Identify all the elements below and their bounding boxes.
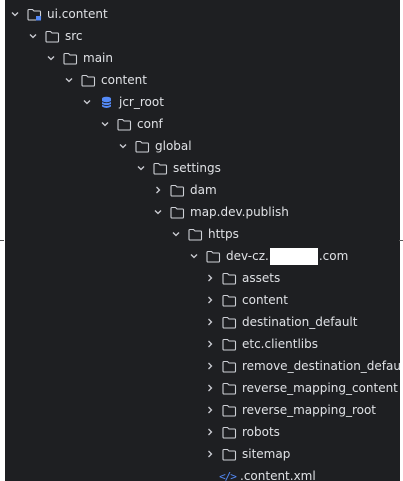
xml-file-icon: </> xyxy=(219,469,237,481)
chevron-right-icon[interactable] xyxy=(205,383,215,393)
chevron-down-icon[interactable] xyxy=(136,163,146,173)
tree-item-dev-domain[interactable]: dev-cz. .com xyxy=(189,245,348,267)
project-tree-panel: ui.content src main xyxy=(5,0,400,481)
tree-item-remove-destination-default[interactable]: remove_destination_default xyxy=(205,355,400,377)
tree-item-label: map.dev.publish xyxy=(190,205,289,219)
tree-item-global[interactable]: global xyxy=(118,135,192,157)
tree-item-label: dam xyxy=(190,183,217,197)
tree-item-label: assets xyxy=(242,271,281,285)
chevron-down-icon[interactable] xyxy=(28,31,38,41)
chevron-down-icon[interactable] xyxy=(82,97,92,107)
folder-icon xyxy=(63,52,78,65)
tree-item-settings[interactable]: settings xyxy=(136,157,221,179)
domain-suffix: .com xyxy=(318,249,349,263)
domain-prefix: dev-cz. xyxy=(226,249,269,263)
tree-item-label: ui.content xyxy=(47,7,108,21)
tree-item-robots[interactable]: robots xyxy=(205,421,280,443)
folder-icon xyxy=(222,316,237,329)
chevron-down-icon[interactable] xyxy=(118,141,128,151)
folder-icon xyxy=(222,360,237,373)
chevron-right-icon[interactable] xyxy=(205,317,215,327)
tree-item-etc-clientlibs[interactable]: etc.clientlibs xyxy=(205,333,318,355)
screenshot-edge-mark xyxy=(0,240,4,241)
tree-item-label: global xyxy=(155,139,192,153)
chevron-down-icon[interactable] xyxy=(64,75,74,85)
tree-item-label: https xyxy=(208,227,239,241)
chevron-down-icon[interactable] xyxy=(10,9,20,19)
folder-icon xyxy=(153,162,168,175)
chevron-right-icon[interactable] xyxy=(205,405,215,415)
tree-item-sitemap[interactable]: sitemap xyxy=(205,443,290,465)
chevron-right-icon[interactable] xyxy=(205,361,215,371)
folder-icon xyxy=(188,228,203,241)
chevron-down-icon[interactable] xyxy=(100,119,110,129)
tree-item-label: main xyxy=(83,51,113,65)
folder-icon xyxy=(222,448,237,461)
tree-item-label: conf xyxy=(137,117,163,131)
folder-icon xyxy=(222,272,237,285)
folder-icon xyxy=(222,426,237,439)
module-folder-icon xyxy=(27,8,42,21)
tree-item-label: .content.xml xyxy=(240,469,316,481)
chevron-down-icon[interactable] xyxy=(153,207,163,217)
folder-icon xyxy=(117,118,132,131)
folder-icon xyxy=(170,184,185,197)
tree-item-src[interactable]: src xyxy=(28,25,83,47)
folder-icon xyxy=(81,74,96,87)
tree-item-label: sitemap xyxy=(242,447,291,461)
chevron-right-icon[interactable] xyxy=(205,273,215,283)
tree-item-jcr-root[interactable]: jcr_root xyxy=(82,91,164,113)
tree-item-https[interactable]: https xyxy=(171,223,239,245)
tree-item-content-sub[interactable]: content xyxy=(205,289,288,311)
chevron-right-icon[interactable] xyxy=(205,427,215,437)
chevron-right-icon[interactable] xyxy=(205,295,215,305)
folder-icon xyxy=(206,250,221,263)
chevron-right-icon[interactable] xyxy=(153,185,163,195)
tree-item-label: remove_destination_default xyxy=(242,359,400,373)
tree-item-label: settings xyxy=(173,161,221,175)
folder-icon xyxy=(222,404,237,417)
tree-item-content[interactable]: content xyxy=(64,69,147,91)
tree-item-conf[interactable]: conf xyxy=(100,113,163,135)
tree-item-label: robots xyxy=(242,425,280,439)
xml-tag-glyph: </> xyxy=(219,469,237,481)
redaction-box xyxy=(269,248,318,265)
chevron-right-icon[interactable] xyxy=(205,339,215,349)
tree-item-label: dev-cz. .com xyxy=(226,245,348,267)
folder-icon xyxy=(222,294,237,307)
tree-item-label: etc.clientlibs xyxy=(242,337,318,351)
tree-item-label: destination_default xyxy=(242,315,358,329)
chevron-down-icon[interactable] xyxy=(46,53,56,63)
tree-item-label: jcr_root xyxy=(119,95,164,109)
tree-item-reverse-mapping-root[interactable]: reverse_mapping_root xyxy=(205,399,376,421)
tree-item-dam[interactable]: dam xyxy=(153,179,217,201)
tree-item-ui-content[interactable]: ui.content xyxy=(10,3,108,25)
tree-item-label: reverse_mapping_root xyxy=(242,403,376,417)
tree-item-label: src xyxy=(65,29,83,43)
tree-item-destination-default[interactable]: destination_default xyxy=(205,311,357,333)
tree-item-reverse-mapping-content[interactable]: reverse_mapping_content xyxy=(205,377,398,399)
tree-item-label: content xyxy=(101,73,147,87)
tree-item-label: content xyxy=(242,293,288,307)
tree-item-content-xml[interactable]: </> .content.xml xyxy=(219,465,316,481)
folder-icon xyxy=(222,338,237,351)
chevron-down-icon[interactable] xyxy=(189,251,199,261)
tree-item-map-dev-publish[interactable]: map.dev.publish xyxy=(153,201,289,223)
folder-icon xyxy=(135,140,150,153)
folder-icon xyxy=(170,206,185,219)
folder-icon xyxy=(222,382,237,395)
tree-item-label: reverse_mapping_content xyxy=(242,381,398,395)
chevron-right-icon[interactable] xyxy=(205,449,215,459)
chevron-down-icon[interactable] xyxy=(171,229,181,239)
tree-item-assets[interactable]: assets xyxy=(205,267,280,289)
database-icon xyxy=(99,96,114,109)
tree-item-main[interactable]: main xyxy=(46,47,113,69)
folder-icon xyxy=(45,30,60,43)
screenshot-edge-mark xyxy=(399,240,403,241)
